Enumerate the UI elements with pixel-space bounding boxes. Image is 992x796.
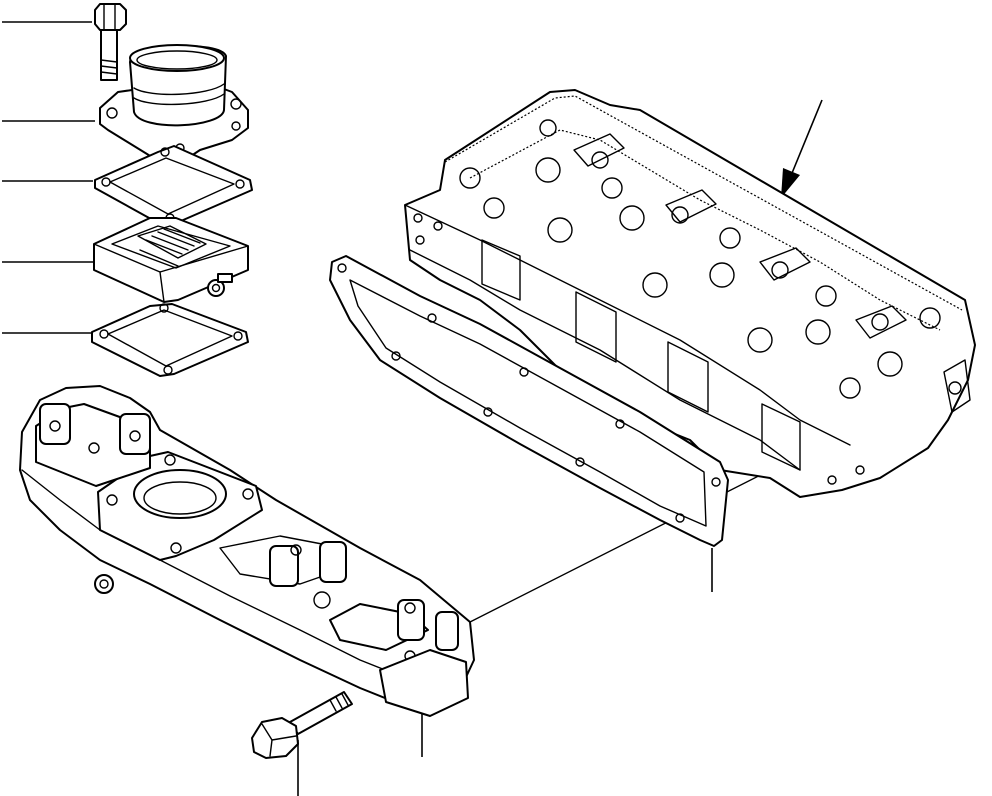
lower-gasket	[91, 303, 249, 377]
alignment-line	[469, 454, 801, 623]
intake-connector-elbow	[99, 44, 249, 167]
cylinder-head-arrow	[781, 99, 823, 198]
intake-manifold	[19, 385, 475, 717]
air-heater	[93, 217, 249, 303]
flange-bolt	[94, 3, 127, 81]
upper-gasket	[94, 145, 253, 225]
manifold-gasket	[329, 255, 729, 547]
manifold-bolt	[251, 691, 353, 759]
leader-lines	[2, 21, 801, 796]
cylinder-head	[404, 89, 976, 498]
